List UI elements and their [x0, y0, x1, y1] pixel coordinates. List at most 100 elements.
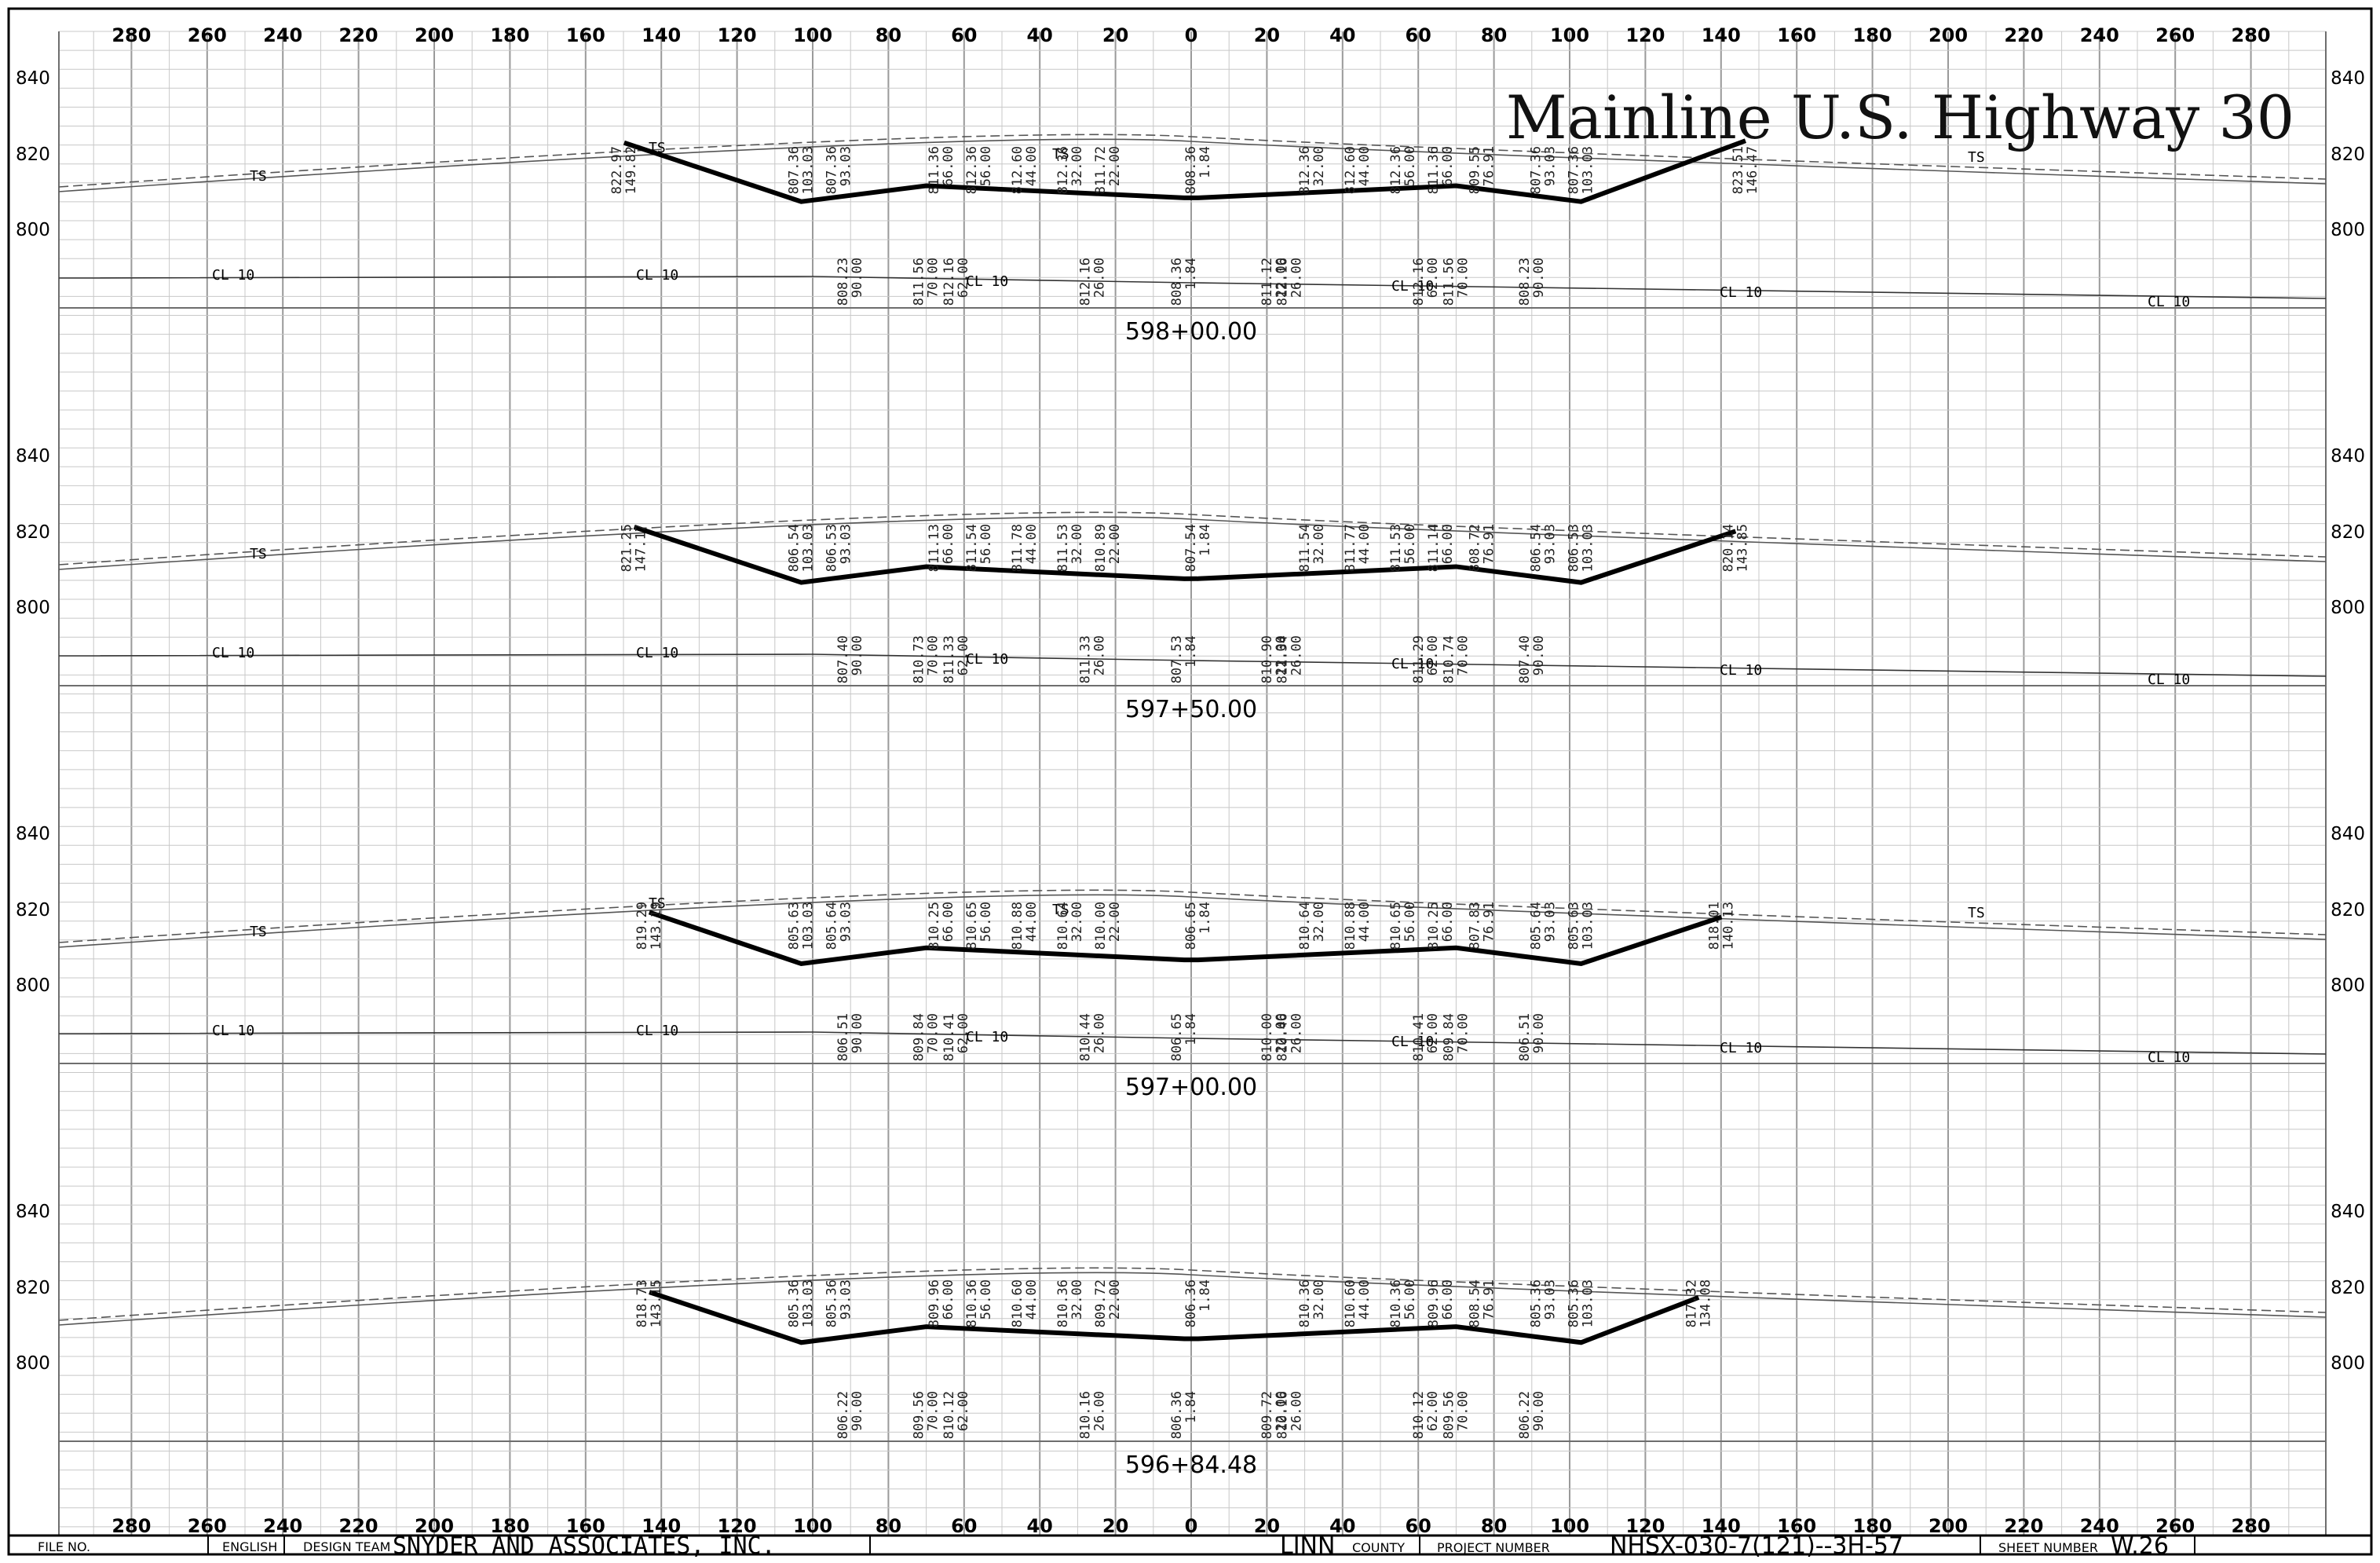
point-elevation-label: 812.36 — [1055, 146, 1071, 194]
point-offset-label: 147.17 — [634, 524, 649, 572]
x-tick-label-bottom: 120 — [1625, 1515, 1665, 1537]
x-tick-label-top: 180 — [490, 24, 529, 46]
x-tick-label-bottom: 160 — [1777, 1515, 1816, 1537]
elevation-label-left: 800 — [16, 976, 50, 996]
station-label: 598+00.00 — [1125, 318, 1257, 346]
x-tick-label-top: 160 — [566, 24, 605, 46]
x-tick-label-top: 100 — [1550, 24, 1589, 46]
point-offset-label: 66.00 — [1440, 146, 1456, 186]
point-elevation-label: 810.44 — [1078, 1013, 1094, 1061]
point-offset-label: 44.00 — [1024, 524, 1040, 564]
existing-ground-line — [58, 889, 2327, 943]
point-elevation-label: 812.16 — [1411, 258, 1427, 306]
point-offset-label: 103.03 — [1581, 902, 1596, 950]
ts-label: TS — [1968, 149, 1985, 166]
cl-label: CL 10 — [966, 273, 1008, 290]
cl-label: CL 10 — [1391, 656, 1434, 672]
point-offset-label: 93.03 — [839, 902, 854, 942]
point-offset-label: 90.00 — [1531, 258, 1547, 298]
point-offset-label: 103.03 — [800, 1279, 816, 1327]
point-offset-label: 76.91 — [1482, 902, 1497, 942]
point-offset-label: 26.00 — [1092, 635, 1108, 675]
x-tick-label-bottom: 20 — [1254, 1515, 1280, 1537]
point-offset-label: 93.03 — [839, 524, 854, 564]
point-elevation-label: 818.01 — [1706, 902, 1722, 950]
point-offset-label: 56.00 — [1402, 1279, 1418, 1320]
x-tick-label-bottom: 280 — [2232, 1515, 2271, 1537]
point-offset-label: 32.00 — [1069, 146, 1085, 186]
x-tick-label-bottom: 120 — [718, 1515, 757, 1537]
x-tick-label-top: 20 — [1254, 24, 1280, 46]
point-offset-label: 56.00 — [1402, 146, 1418, 186]
point-elevation-label: 807.36 — [786, 146, 802, 194]
profile-line — [58, 516, 2327, 570]
point-offset-label: 44.00 — [1024, 1279, 1040, 1320]
point-offset-label: 140.13 — [1720, 902, 1736, 950]
point-elevation-label: 811.54 — [964, 524, 980, 572]
x-tick-label-top: 240 — [2080, 24, 2119, 46]
x-tick-label-bottom: 280 — [112, 1515, 151, 1537]
point-elevation-label: 806.22 — [1517, 1391, 1533, 1439]
point-elevation-label: 812.16 — [1274, 258, 1290, 306]
point-offset-label: 66.00 — [941, 1279, 956, 1320]
x-tick-label-top: 200 — [1928, 24, 1968, 46]
x-tick-label-bottom: 140 — [642, 1515, 681, 1537]
design-section-line — [648, 910, 1723, 967]
point-elevation-label: 811.12 — [1259, 258, 1275, 306]
point-offset-label: 22.00 — [1274, 635, 1289, 675]
x-tick-label-top: 80 — [876, 24, 901, 46]
point-offset-label: 146.47 — [1745, 146, 1760, 194]
point-offset-label: 90.00 — [850, 1391, 865, 1431]
point-offset-label: 56.00 — [978, 902, 994, 942]
point-elevation-label: 817.32 — [1684, 1279, 1699, 1327]
point-offset-label: 32.00 — [1069, 1279, 1085, 1320]
point-elevation-label: 807.53 — [1169, 635, 1185, 683]
point-elevation-label: 805.36 — [1528, 1279, 1544, 1327]
existing-ground-line — [58, 511, 2327, 566]
point-offset-label: 90.00 — [850, 1013, 865, 1053]
point-elevation-label: 806.65 — [1183, 902, 1199, 950]
point-elevation-label: 811.54 — [1297, 524, 1313, 572]
point-elevation-label: 808.54 — [1468, 1279, 1483, 1327]
grid-lines — [58, 31, 2327, 1536]
ts-label: TS — [649, 895, 666, 912]
x-tick-label-top: 80 — [1481, 24, 1507, 46]
point-elevation-label: 810.36 — [1297, 1279, 1313, 1327]
cl-label: CL 10 — [2148, 672, 2190, 688]
design-team-label: DESIGN TEAM — [303, 1539, 390, 1554]
point-elevation-label: 809.56 — [912, 1391, 927, 1439]
cl-label: CL 10 — [966, 651, 1008, 668]
point-offset-label: 26.00 — [1092, 1013, 1108, 1053]
elevation-label-left: 820 — [16, 1278, 50, 1298]
x-tick-label-bottom: 260 — [2155, 1515, 2195, 1537]
point-offset-label: 149.82 — [623, 146, 639, 194]
point-elevation-label: 810.88 — [1010, 902, 1025, 950]
x-tick-label-top: 220 — [339, 24, 378, 46]
point-offset-label: 1.84 — [1183, 258, 1199, 290]
english-label: ENGLISH — [222, 1539, 277, 1554]
point-elevation-label: 809.84 — [1441, 1013, 1457, 1061]
point-offset-label: 70.00 — [1455, 635, 1471, 675]
elevation-label-right: 800 — [2331, 1353, 2365, 1374]
point-elevation-label: 811.34 — [1274, 635, 1290, 683]
cl-line — [58, 276, 2327, 299]
point-elevation-label: 808.23 — [1517, 258, 1533, 306]
x-tick-label-top: 0 — [1185, 24, 1198, 46]
elevation-label-left: 820 — [16, 522, 50, 543]
point-offset-label: 26.00 — [1092, 1391, 1108, 1431]
point-offset-label: 1.84 — [1183, 1013, 1199, 1045]
point-offset-label: 70.00 — [1455, 258, 1471, 298]
point-offset-label: 1.84 — [1197, 902, 1213, 934]
cl-label: CL 10 — [1720, 1040, 1762, 1056]
point-elevation-label: 807.36 — [1528, 146, 1544, 194]
x-tick-label-top: 280 — [2232, 24, 2271, 46]
existing-ground-line — [58, 1267, 2327, 1321]
point-elevation-label: 809.96 — [927, 1279, 942, 1327]
point-elevation-label: 810.00 — [1093, 902, 1109, 950]
point-elevation-label: 808.36 — [1183, 146, 1199, 194]
point-offset-label: 76.91 — [1482, 146, 1497, 186]
point-elevation-label: 810.60 — [1343, 1279, 1358, 1327]
point-elevation-label: 805.63 — [1567, 902, 1582, 950]
point-elevation-label: 808.23 — [835, 258, 851, 306]
